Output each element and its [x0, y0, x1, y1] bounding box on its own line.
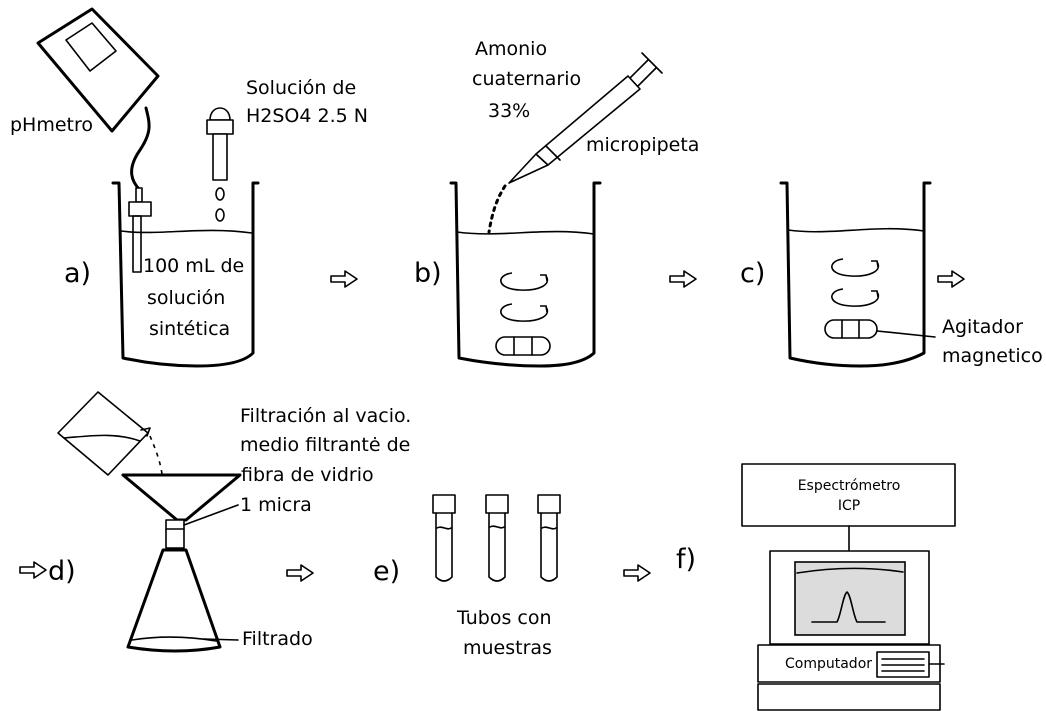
test-tube-icon — [432, 494, 456, 582]
filtrado-label: Filtrado — [242, 628, 313, 650]
test-tube-icon — [537, 494, 561, 582]
solucion-label-line1: Solución de — [246, 77, 356, 99]
arrow-right-icon — [623, 564, 651, 582]
tubos-label-line2: muestras — [463, 637, 552, 659]
filtracion-label-line2: medio filtrantė de — [240, 434, 410, 456]
step-label-b: b) — [414, 258, 442, 289]
phmetro-label: pHmetro — [10, 114, 93, 136]
solucion-label-line2: H2SO4 2.5 N — [246, 105, 368, 127]
ph-meter-icon — [36, 7, 160, 273]
filtracion-label-line3: fibra de vidrio — [241, 464, 374, 486]
sample-label-line1: 100 mL de — [143, 255, 244, 277]
step-label-c: c) — [740, 258, 765, 289]
computador-label: Computador — [785, 656, 872, 672]
beaker-icon — [779, 181, 932, 368]
beaker-icon — [57, 391, 163, 476]
arrow-right-icon — [19, 561, 47, 579]
test-tube-icon — [485, 494, 509, 582]
amonio-label-line3: 33% — [488, 100, 530, 122]
step-label-e: e) — [373, 556, 400, 587]
espectrometro-label-line1: Espectrómetro — [798, 478, 901, 494]
computer-icon — [757, 550, 945, 711]
arrow-right-icon — [669, 270, 697, 288]
beaker-icon — [449, 181, 602, 368]
arrow-right-icon — [330, 270, 358, 288]
amonio-label-line1: Amonio — [475, 38, 547, 60]
agitador-label-line1: Agitador — [942, 316, 1023, 338]
sample-label-line2: solución — [147, 287, 225, 309]
arrow-right-icon — [937, 270, 965, 288]
stir-bar-icon — [824, 319, 936, 339]
tubos-label-line1: Tubos con — [456, 607, 552, 629]
espectrometro-label-line2: ICP — [838, 498, 860, 514]
step-label-a: a) — [64, 258, 91, 289]
sample-label-line3: sintética — [149, 318, 230, 340]
micropipette-icon — [487, 52, 663, 234]
spectrometer-icon — [741, 463, 956, 527]
arrow-right-icon — [286, 564, 314, 582]
amonio-label-line2: cuaternario — [472, 68, 581, 90]
erlenmeyer-flask-icon — [126, 548, 239, 653]
step-label-d: d) — [48, 556, 76, 587]
agitador-label-line2: magnetico — [942, 345, 1043, 367]
beaker-icon — [111, 181, 260, 368]
step-label-f: f) — [676, 544, 696, 575]
micropipeta-label: micropipeta — [586, 134, 699, 156]
funnel-icon — [121, 473, 242, 549]
filtracion-label-line1: Filtración al vacio. — [240, 405, 411, 427]
filtracion-label-line4: 1 micra — [240, 494, 312, 516]
dropper-icon — [206, 107, 234, 222]
